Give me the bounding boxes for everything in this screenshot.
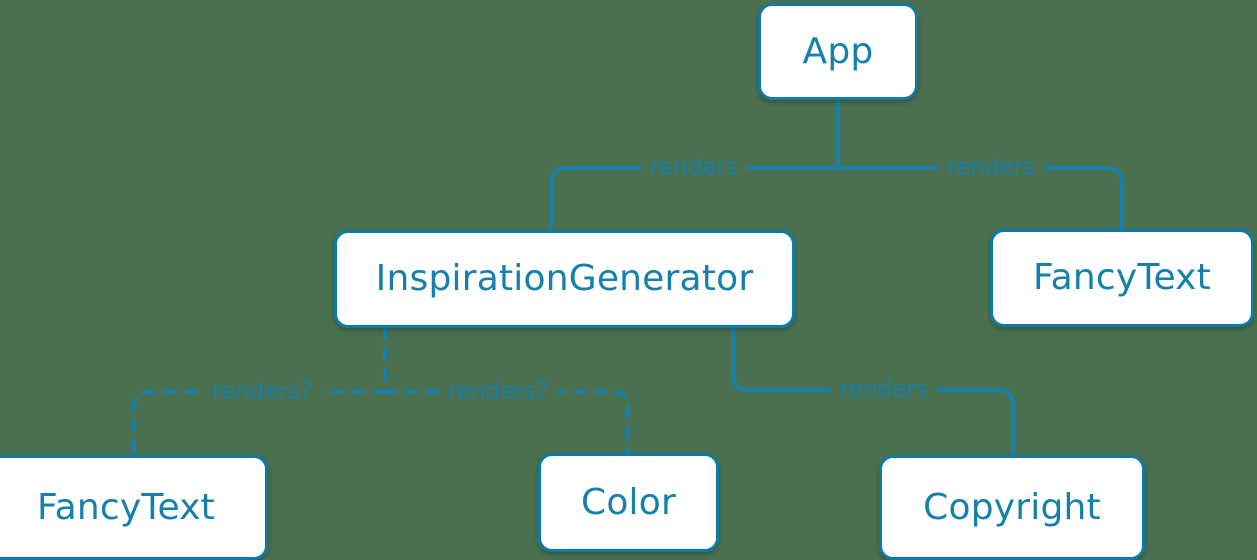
node-label-fancytext-right: FancyText [1033,257,1211,298]
node-label-copyright: Copyright [923,486,1101,528]
node-fancytext-bottom[interactable]: FancyText [0,455,268,560]
node-label-app: App [802,30,874,72]
node-label-fancytext-bottom: FancyText [37,486,215,528]
edge-label-inspirationgenerator-copyright: renders [831,377,937,403]
node-fancytext-right[interactable]: FancyText [990,229,1254,327]
node-app[interactable]: App [758,3,918,100]
node-copyright[interactable]: Copyright [879,455,1145,560]
node-inspiration-generator[interactable]: InspirationGenerator [334,230,795,328]
edge-label-app-inspirationgenerator: renders [641,155,747,181]
node-label-color: Color [581,481,676,523]
edge-app-to-inspirationgenerator [549,166,840,232]
edge-inspirationgenerator-to-fancytext-dashed [132,390,387,457]
node-color[interactable]: Color [538,453,719,552]
edge-inspirationgenerator-to-color-dashed [383,390,630,455]
edge-app-to-fancytext [836,166,1124,231]
node-label-inspiration-generator: InspirationGenerator [375,258,754,299]
edge-label-inspirationgenerator-fancytext: renders? [202,379,322,405]
edge-label-app-fancytext: renders [938,155,1044,181]
edge-label-inspirationgenerator-color: renders? [438,379,558,405]
